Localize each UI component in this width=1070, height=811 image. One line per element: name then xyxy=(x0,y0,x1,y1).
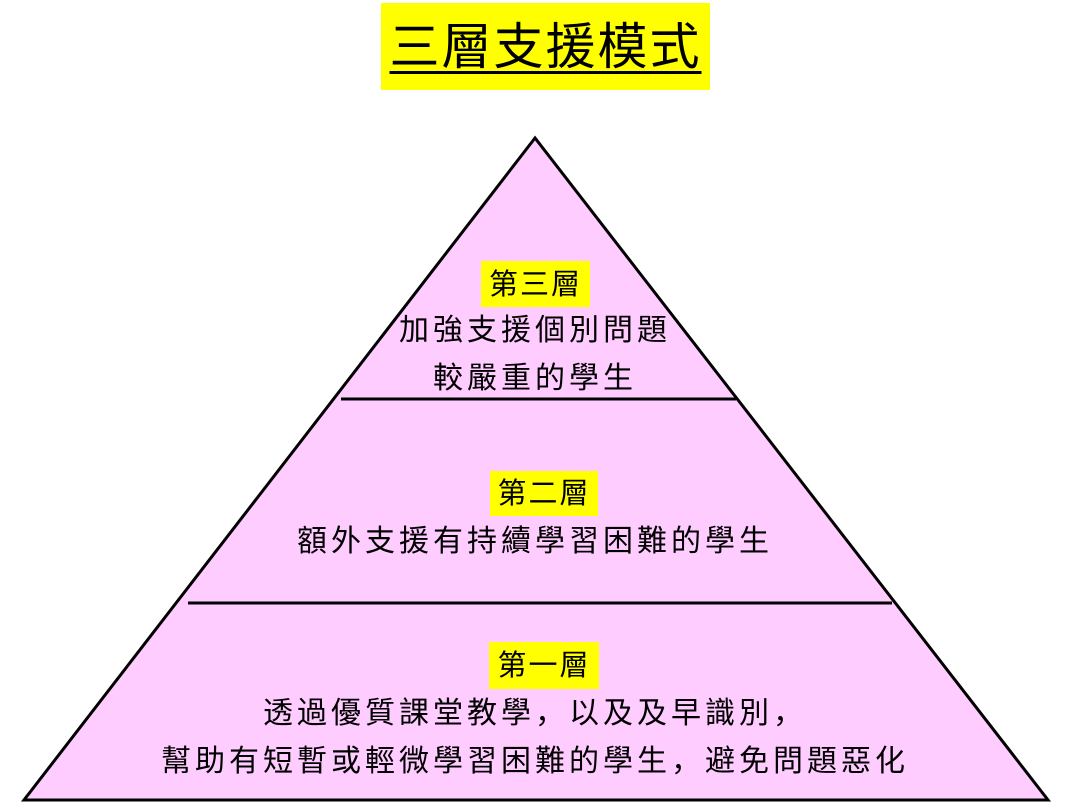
tier-3-label: 第三層 xyxy=(481,261,590,307)
pyramid-shape xyxy=(20,135,1052,802)
tier-1-line-2: 幫助有短暫或輕微學習困難的學生，避免問題惡化 xyxy=(161,744,909,779)
tier-2-label: 第二層 xyxy=(490,471,598,516)
title-banner: 三層支援模式 xyxy=(381,3,710,90)
tier-3-description: 加強支援個別問題 較嚴重的學生 xyxy=(0,307,1070,403)
tier-2-label-text: 第二層 xyxy=(497,476,591,510)
tier-3-line-2: 較嚴重的學生 xyxy=(433,361,637,396)
tier-3-label-text: 第三層 xyxy=(488,266,582,301)
tier-1-description: 透過優質課堂教學，以及及早識別， 幫助有短暫或輕微學習困難的學生，避免問題惡化 xyxy=(0,690,1070,786)
tier-1-label: 第一層 xyxy=(489,642,599,689)
tier-1-line-1: 透過優質課堂教學，以及及早識別， xyxy=(263,696,807,731)
page-title: 三層支援模式 xyxy=(389,17,702,76)
tier-1-label-text: 第一層 xyxy=(497,648,591,682)
tier-2-line-1: 額外支援有持續學習困難的學生 xyxy=(297,524,773,559)
tier-2-description: 額外支援有持續學習困難的學生 xyxy=(0,518,1070,566)
tier-3-line-1: 加強支援個別問題 xyxy=(399,313,671,348)
